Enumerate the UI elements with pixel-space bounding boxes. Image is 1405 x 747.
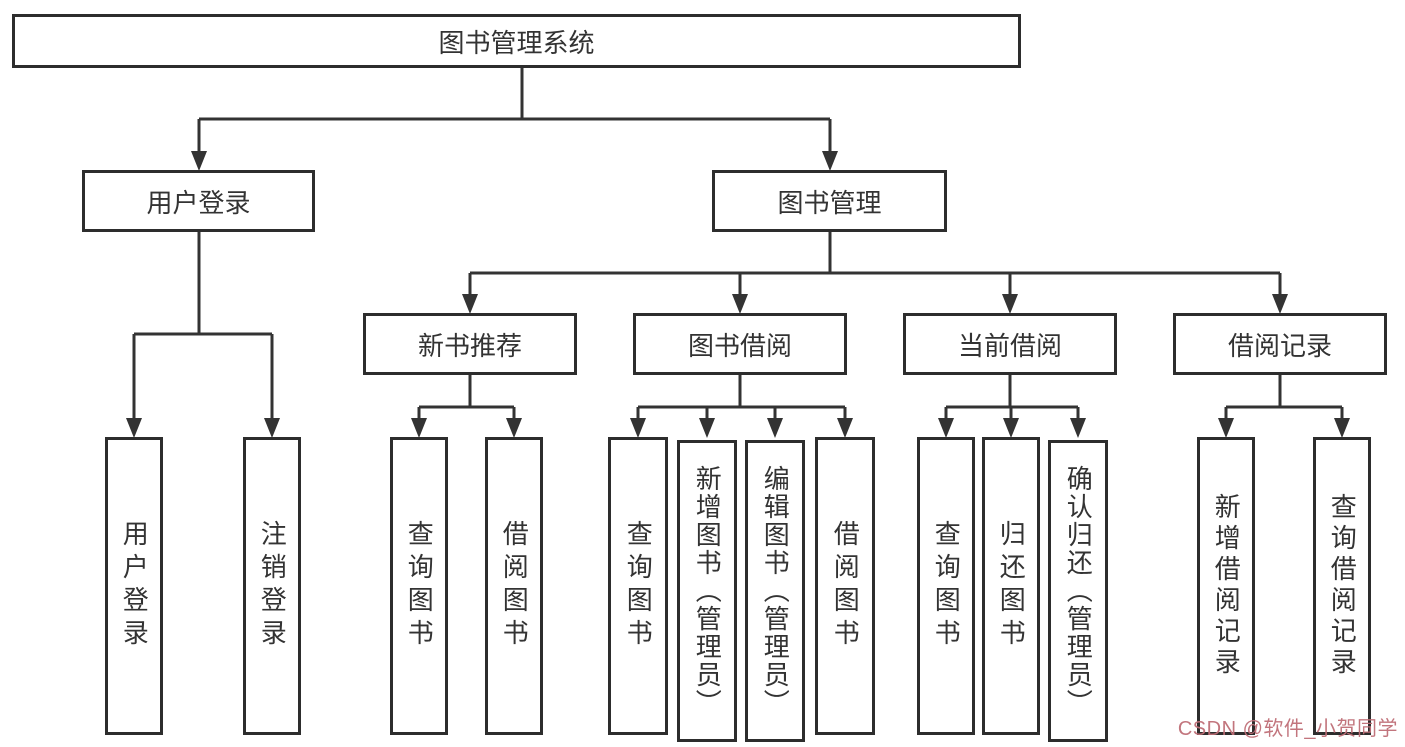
arrowheads-user-login-children [126, 418, 280, 438]
connector-current-borrow-children [944, 375, 1080, 420]
leaf-borrow-books-recommend: 借阅图书 [485, 437, 543, 735]
arrowheads-leaf-row [411, 418, 1350, 438]
node-current-borrow-label: 当前借阅 [957, 330, 1062, 361]
leaf-confirm-return-admin-label: 确认归还（管理员） [1063, 465, 1094, 717]
leaf-add-borrow-record: 新增借阅记录 [1197, 437, 1255, 735]
leaf-query-books-recommend-label: 查询图书 [404, 520, 435, 652]
leaf-query-books-borrow-label: 查询图书 [623, 520, 654, 652]
leaf-logout-label: 注销登录 [257, 520, 288, 652]
leaf-borrow-books-borrow: 借阅图书 [815, 437, 875, 735]
leaf-query-books-borrow: 查询图书 [608, 437, 668, 735]
node-borrow-records-label: 借阅记录 [1227, 330, 1332, 361]
node-current-borrow: 当前借阅 [903, 313, 1117, 375]
leaf-query-borrow-record-label: 查询借阅记录 [1327, 493, 1358, 679]
leaf-user-login-label: 用户登录 [119, 520, 150, 652]
arrowheads-level2 [462, 294, 1288, 314]
connector-book-borrow-children [636, 375, 847, 420]
connector-user-login-children [132, 232, 274, 420]
leaf-return-book: 归还图书 [982, 437, 1040, 735]
leaf-user-login: 用户登录 [105, 437, 163, 735]
node-book-borrow: 图书借阅 [633, 313, 847, 375]
leaf-borrow-books-borrow-label: 借阅图书 [830, 520, 861, 652]
leaf-add-book-admin: 新增图书（管理员） [677, 440, 737, 742]
leaf-borrow-books-recommend-label: 借阅图书 [499, 520, 530, 652]
node-book-borrow-label: 图书借阅 [687, 330, 792, 361]
node-borrow-records: 借阅记录 [1173, 313, 1387, 375]
node-book-mgmt: 图书管理 [712, 170, 947, 232]
node-root: 图书管理系统 [12, 14, 1021, 68]
leaf-logout: 注销登录 [243, 437, 301, 735]
node-new-books-label: 新书推荐 [417, 330, 522, 361]
node-user-login: 用户登录 [82, 170, 315, 232]
leaf-query-books-current-label: 查询图书 [931, 520, 962, 652]
node-root-label: 图书管理系统 [438, 27, 595, 58]
arrowheads-level1 [191, 151, 838, 171]
leaf-add-book-admin-label: 新增图书（管理员） [692, 465, 723, 717]
connector-borrow-records-children [1224, 375, 1344, 420]
leaf-edit-book-admin: 编辑图书（管理员） [745, 440, 805, 742]
leaf-return-book-label: 归还图书 [996, 520, 1027, 652]
leaf-query-books-current: 查询图书 [917, 437, 975, 735]
connector-new-books-children [417, 375, 516, 420]
node-new-books: 新书推荐 [363, 313, 577, 375]
leaf-query-borrow-record: 查询借阅记录 [1313, 437, 1371, 735]
leaf-confirm-return-admin: 确认归还（管理员） [1048, 440, 1108, 742]
leaf-query-books-recommend: 查询图书 [390, 437, 448, 735]
connector-book-mgmt-to-level2 [468, 232, 1282, 296]
connector-root-to-level1 [197, 68, 832, 153]
leaf-add-borrow-record-label: 新增借阅记录 [1211, 493, 1242, 679]
leaf-edit-book-admin-label: 编辑图书（管理员） [760, 465, 791, 717]
node-user-login-label: 用户登录 [146, 187, 251, 218]
watermark-text: CSDN @软件_小贺同学 [1177, 718, 1398, 740]
node-book-mgmt-label: 图书管理 [777, 187, 882, 218]
